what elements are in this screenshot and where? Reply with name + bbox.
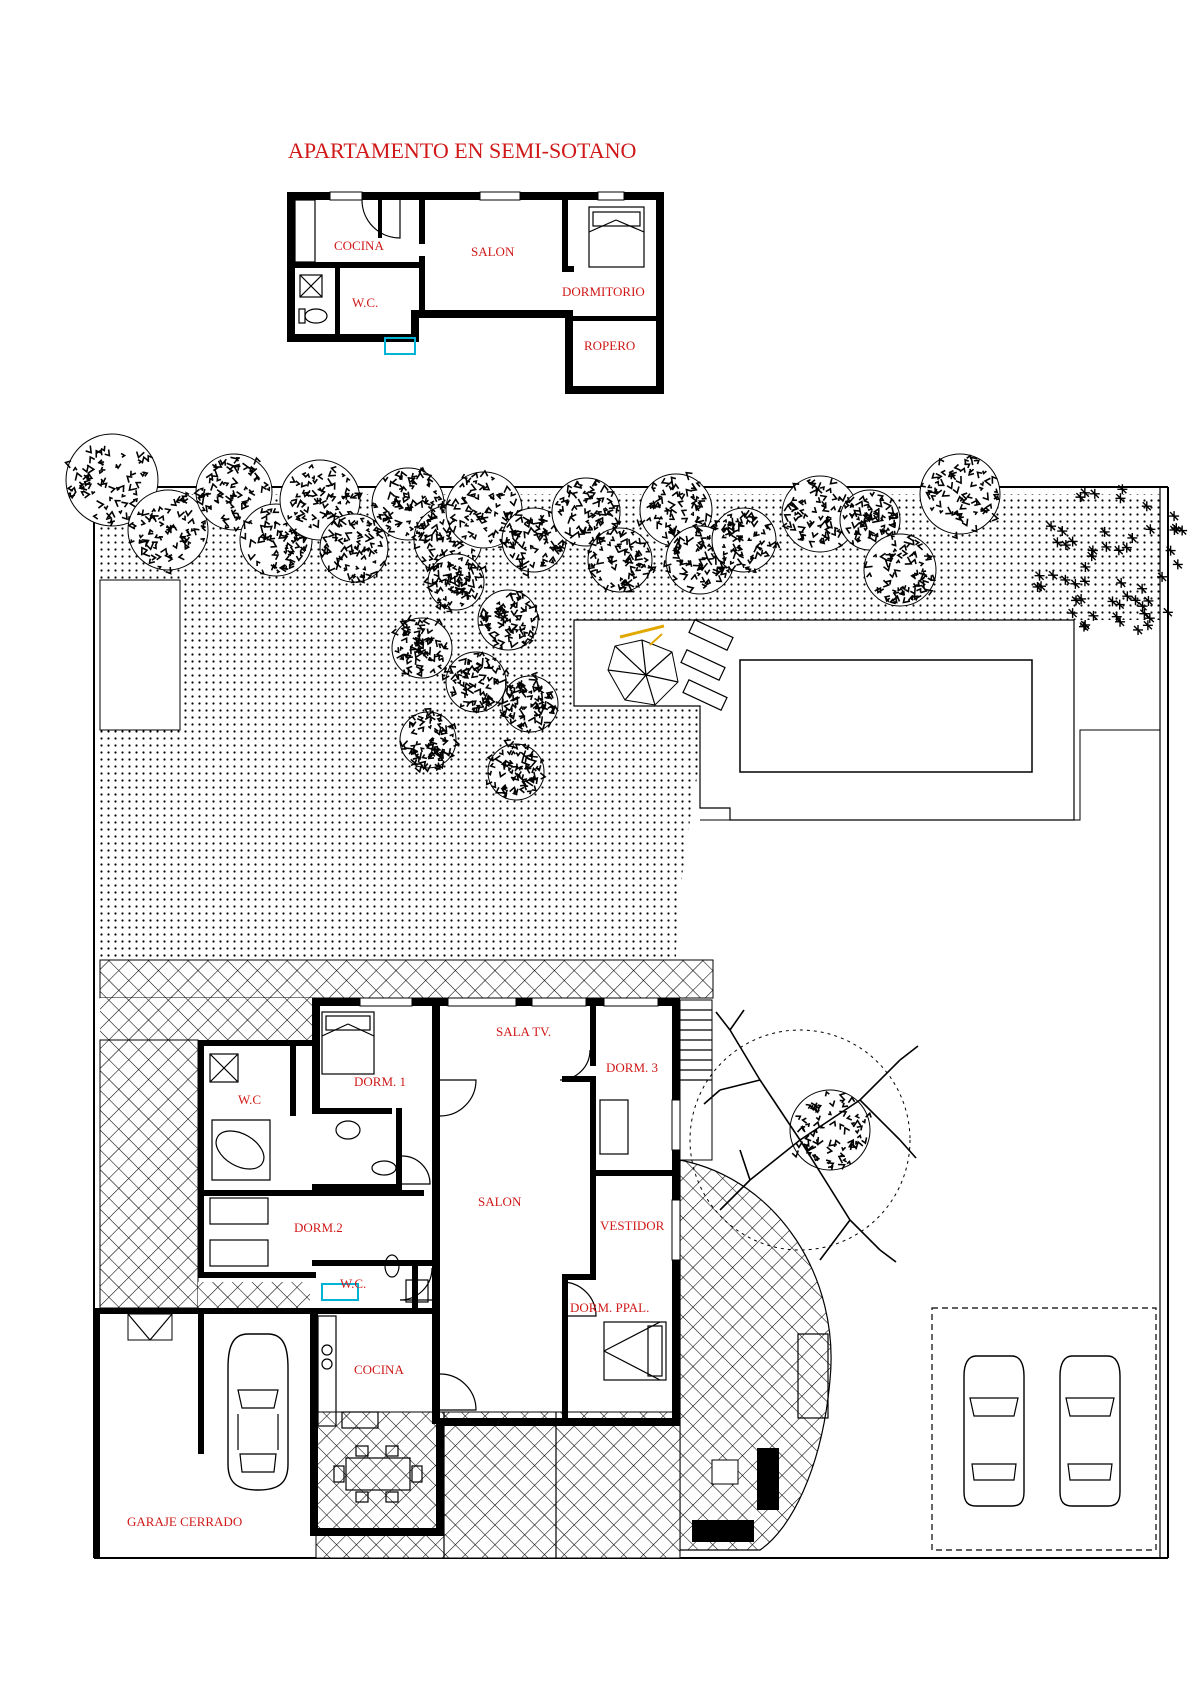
tree-icon <box>498 507 573 578</box>
tree-icon <box>64 433 159 527</box>
room-label-dorm-2: DORM.2 <box>294 1220 343 1235</box>
sink-icon <box>341 1411 379 1429</box>
dining-table-icon <box>333 1445 423 1503</box>
room-label-salon: SALON <box>471 244 515 259</box>
sink-icon <box>335 1120 361 1140</box>
bed-icon <box>599 1099 629 1155</box>
bed-icon <box>321 1011 375 1075</box>
parking-area <box>931 1307 1157 1551</box>
room-label-ropero: ROPERO <box>584 338 635 353</box>
tree-icon <box>919 453 1001 540</box>
shower-icon <box>299 274 323 298</box>
room-label-dorm-ppal: DORM. PPAL. <box>570 1300 649 1315</box>
steps <box>679 999 713 1161</box>
main-house: SALA TV. DORM. 1 DORM. 3 W.C SALON DORM.… <box>198 997 681 1536</box>
shower-icon <box>209 1053 239 1083</box>
trees <box>64 433 1188 1171</box>
tree-icon <box>587 527 657 593</box>
room-label-dorm-1: DORM. 1 <box>354 1074 406 1089</box>
room-label-vestidor: VESTIDOR <box>600 1218 665 1233</box>
sink-icon <box>321 1283 359 1301</box>
sink-icon <box>384 337 416 355</box>
tree-icon <box>390 614 453 679</box>
room-label-cocina: COCINA <box>334 238 384 253</box>
pool-icon <box>739 659 1033 773</box>
pool-area <box>573 618 1075 821</box>
tree-icon <box>689 1009 919 1263</box>
tree-icon <box>441 469 523 549</box>
bed-icon <box>603 1321 667 1381</box>
tree-icon <box>485 739 547 801</box>
car-icon <box>227 1333 289 1491</box>
tree-icon <box>477 589 541 651</box>
tree-icon <box>839 489 901 551</box>
toilet-icon <box>304 308 328 324</box>
tree-icon <box>441 651 510 714</box>
bed-icon <box>588 206 645 268</box>
room-label-salon: SALON <box>478 1194 522 1209</box>
bed-icon <box>209 1197 269 1267</box>
tree-icon <box>423 553 487 613</box>
tree-icon <box>399 707 461 774</box>
sunbed-icon <box>680 618 734 712</box>
room-label-wc: W.C. <box>352 295 378 310</box>
toilet-icon <box>371 1160 397 1176</box>
tree-icon <box>127 489 209 575</box>
tree-icon <box>789 1089 872 1171</box>
room-label-garaje: GARAJE CERRADO <box>127 1514 242 1529</box>
room-label-cocina: COCINA <box>354 1362 404 1377</box>
tree-icon <box>319 513 389 584</box>
garden-area <box>99 494 1160 960</box>
tree-icon <box>863 533 937 607</box>
car-icon <box>1059 1355 1121 1507</box>
semi-sotano-plan: COCINA SALON W.C. DORMITORIO ROPERO <box>287 191 664 394</box>
car-icon <box>963 1355 1025 1507</box>
bathtub-icon <box>211 1119 271 1181</box>
tree-icon <box>709 507 781 574</box>
umbrella-icon <box>607 624 679 706</box>
room-label-dormitorio: DORMITORIO <box>562 284 645 299</box>
room-label-sala-tv: SALA TV. <box>496 1024 551 1039</box>
room-label-dorm-3: DORM. 3 <box>606 1060 658 1075</box>
garage: GARAJE CERRADO <box>94 1308 316 1558</box>
tree-icon <box>1032 484 1188 635</box>
tree-icon <box>499 671 559 735</box>
room-label-wc-small: W.C. <box>340 1276 366 1291</box>
tree-icon <box>193 453 273 534</box>
room-label-wc-main: W.C <box>238 1092 261 1107</box>
plan-title: APARTAMENTO EN SEMI-SOTANO <box>288 138 636 163</box>
